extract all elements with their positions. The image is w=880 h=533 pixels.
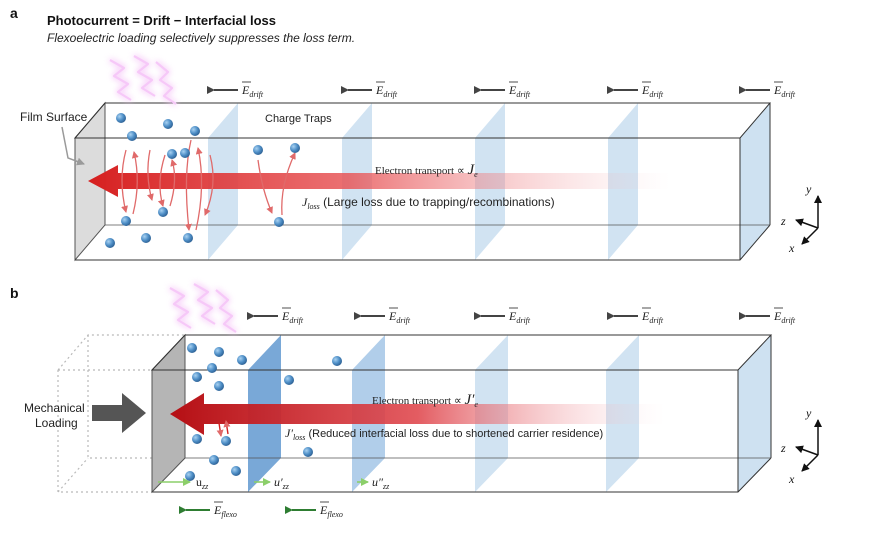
- film-surface-label: Film Surface: [20, 110, 88, 124]
- panel-a-light-icon: [109, 55, 177, 105]
- panel-a-drift-fields: Edrift Edrift Edrift Edrift Edrift: [207, 81, 796, 99]
- svg-text:Edrift: Edrift: [773, 309, 796, 325]
- axis-y-label-b: y: [805, 406, 812, 420]
- drift-field-a-5: Edrift: [739, 81, 796, 99]
- svg-text:Eflexo: Eflexo: [319, 503, 343, 519]
- film-surface-pointer: [61, 126, 85, 166]
- mechanical-loading-arrow: [92, 393, 146, 433]
- svg-text:Edrift: Edrift: [508, 83, 531, 99]
- flexo-field-2: Eflexo: [285, 501, 343, 519]
- figure-subtitle: Flexoelectric loading selectively suppre…: [47, 31, 355, 45]
- axis-y-label: y: [805, 182, 812, 196]
- charge-traps-label: Charge Traps: [265, 113, 332, 125]
- flexo-field-1: Eflexo: [179, 501, 237, 519]
- panel-b-loss-label: J′loss (Reduced interfacial loss due to …: [285, 426, 603, 442]
- svg-text:u″zz: u″zz: [372, 475, 390, 491]
- drift-field-b-2: Edrift: [354, 307, 411, 325]
- panel-b-transport-arrow: [170, 393, 665, 435]
- axis-z-label: z: [780, 214, 786, 228]
- strain-uzz: uzz: [158, 475, 209, 491]
- drift-field-b-3: Edrift: [474, 307, 531, 325]
- mechanical-loading-label-2: Loading: [35, 416, 78, 430]
- axis-z-label-b: z: [780, 441, 786, 455]
- svg-text:Edrift: Edrift: [281, 309, 304, 325]
- axis-x-label: x: [788, 241, 795, 255]
- panel-b-light-icon: [169, 283, 237, 333]
- panel-a-trap-arrows: [121, 139, 296, 231]
- panel-b-charge-particles: [185, 343, 342, 481]
- drift-field-a-2: Edrift: [341, 81, 398, 99]
- svg-text:Edrift: Edrift: [641, 309, 664, 325]
- strain-uzz-double-prime: u″zz: [357, 475, 390, 491]
- drift-field-a-3: Edrift: [474, 81, 531, 99]
- panel-a-axes: y z x: [780, 182, 822, 255]
- drift-field-a-1: Edrift: [207, 81, 264, 99]
- drift-field-a-4: Edrift: [607, 81, 664, 99]
- strain-uzz-prime: u′zz: [254, 475, 290, 491]
- panel-b-ghost-box: [57, 334, 186, 493]
- panel-a-transport-arrow: [88, 165, 670, 197]
- svg-text:Edrift: Edrift: [241, 83, 264, 99]
- panel-b-strains: uzz u′zz u″zz: [158, 475, 390, 491]
- svg-text:uzz: uzz: [196, 475, 209, 491]
- panel-a-transport-label: Electron transport ∝ Je: [375, 162, 478, 179]
- svg-text:Eflexo: Eflexo: [213, 503, 237, 519]
- svg-text:Edrift: Edrift: [375, 83, 398, 99]
- svg-text:u′zz: u′zz: [274, 475, 290, 491]
- panel-b-flexo-fields: Eflexo Eflexo: [179, 501, 343, 519]
- panel-b-axes: y z x: [780, 406, 822, 486]
- drift-field-b-4: Edrift: [607, 307, 664, 325]
- svg-text:Edrift: Edrift: [773, 83, 796, 99]
- svg-text:Edrift: Edrift: [641, 83, 664, 99]
- panel-a-charge-particles: [105, 113, 300, 248]
- panel-a-letter: a: [10, 5, 18, 21]
- axis-x-label-b: x: [788, 472, 795, 486]
- svg-text:Edrift: Edrift: [508, 309, 531, 325]
- mechanical-loading-label-1: Mechanical: [24, 401, 85, 415]
- svg-text:Edrift: Edrift: [388, 309, 411, 325]
- panel-b-transport-label: Electron transport ∝ J′e: [372, 392, 478, 409]
- drift-field-b-5: Edrift: [739, 307, 796, 325]
- panel-a-loss-label: Jloss (Large loss due to trapping/recomb…: [302, 195, 555, 211]
- panel-b-trap-arrows: [216, 420, 231, 437]
- figure-title: Photocurrent = Drift − Interfacial loss: [47, 13, 276, 28]
- panel-b-letter: b: [10, 285, 19, 301]
- panel-b-drift-fields: Edrift Edrift Edrift Edrift Edrift: [247, 307, 796, 325]
- drift-field-b-1: Edrift: [247, 307, 304, 325]
